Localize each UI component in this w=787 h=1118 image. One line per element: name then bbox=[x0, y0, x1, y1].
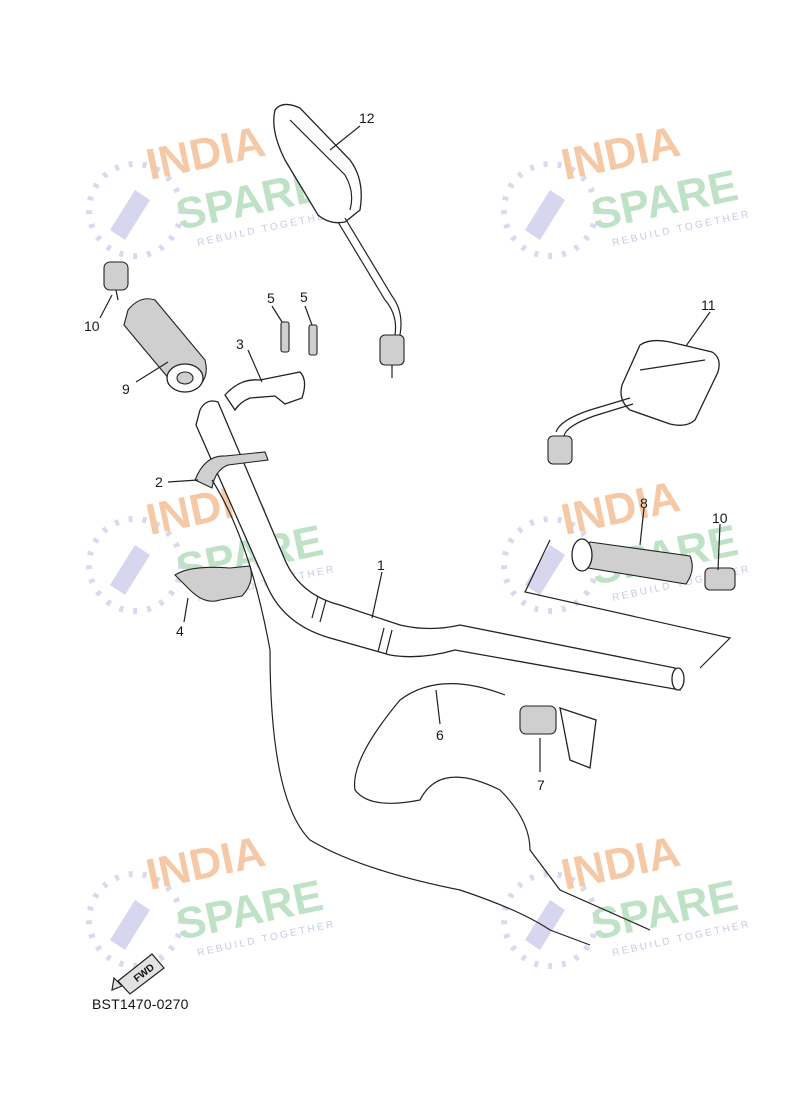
wrench-icon bbox=[110, 900, 150, 950]
watermark-logo: INDIA SPARE REBUILD TOGETHER bbox=[501, 827, 752, 969]
callout-10-left: 10 bbox=[84, 318, 100, 334]
grip-right bbox=[571, 538, 736, 591]
callout-3: 3 bbox=[236, 336, 244, 352]
wrench-icon bbox=[525, 190, 565, 240]
wrench-icon bbox=[110, 190, 150, 240]
callout-5-a: 5 bbox=[267, 290, 275, 306]
callout-5-b: 5 bbox=[300, 289, 308, 305]
callout-7: 7 bbox=[537, 777, 545, 793]
watermark-logo: INDIA SPARE REBUILD TOGETHER bbox=[501, 117, 752, 259]
cable-6 bbox=[353, 683, 651, 931]
callout-6: 6 bbox=[436, 727, 444, 743]
bar-end-left bbox=[103, 261, 129, 301]
handlebar-holder-upper bbox=[224, 321, 318, 412]
wrench-icon bbox=[110, 545, 150, 595]
callout-2: 2 bbox=[155, 474, 163, 490]
holder-lower-4 bbox=[174, 565, 252, 602]
callout-1: 1 bbox=[377, 557, 385, 573]
throttle-cable bbox=[211, 479, 591, 946]
callout-4: 4 bbox=[176, 623, 184, 639]
throttle-grip bbox=[123, 298, 207, 393]
mirror-left bbox=[273, 103, 405, 378]
watermark-logo: INDIA SPARE REBUILD TOGETHER bbox=[86, 827, 337, 969]
callout-10-right: 10 bbox=[712, 510, 728, 526]
callout-11: 11 bbox=[701, 297, 716, 313]
cable-adjuster-7 bbox=[519, 705, 597, 769]
leader-lines bbox=[99, 125, 721, 772]
wrench-icon bbox=[525, 545, 565, 595]
grip-leader-box bbox=[524, 539, 732, 669]
clamp-2 bbox=[194, 451, 269, 489]
callout-8: 8 bbox=[640, 495, 648, 511]
fwd-arrow-icon: FWD bbox=[111, 953, 165, 995]
wrench-icon bbox=[525, 900, 565, 950]
callout-9: 9 bbox=[122, 381, 130, 397]
diagram-code: BST1470-0270 bbox=[92, 996, 189, 1012]
mirror-right bbox=[547, 339, 720, 465]
callout-12: 12 bbox=[359, 110, 375, 126]
